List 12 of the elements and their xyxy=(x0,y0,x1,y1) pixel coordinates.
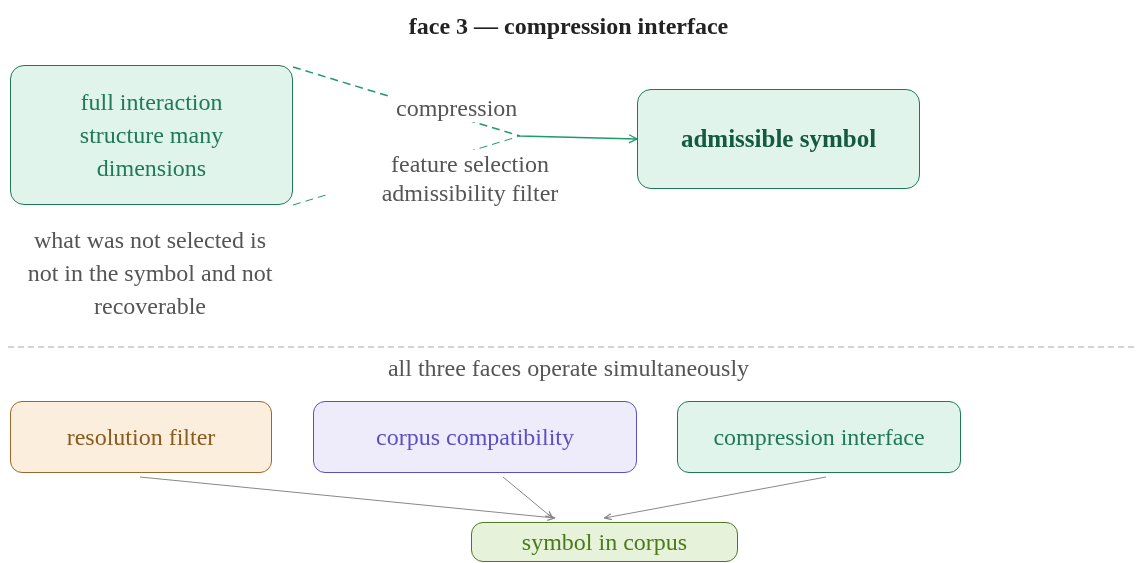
arrow xyxy=(502,476,554,519)
note-text: all three faces operate simultaneously xyxy=(386,354,751,383)
face-box: compression interface xyxy=(677,401,961,473)
diagram-title: face 3 — compression interface xyxy=(407,12,730,41)
face-box: corpus compatibility xyxy=(313,401,637,473)
target-box: symbol in corpus xyxy=(471,522,738,562)
arrow xyxy=(603,476,827,521)
arrow xyxy=(139,476,556,521)
source-box: full interaction structure many dimensions xyxy=(10,65,293,205)
result-box: admissible symbol xyxy=(637,89,920,189)
node-caption: what was not selected is not in the symbol and not recoverable xyxy=(26,226,274,321)
face-box: resolution filter xyxy=(10,401,272,473)
